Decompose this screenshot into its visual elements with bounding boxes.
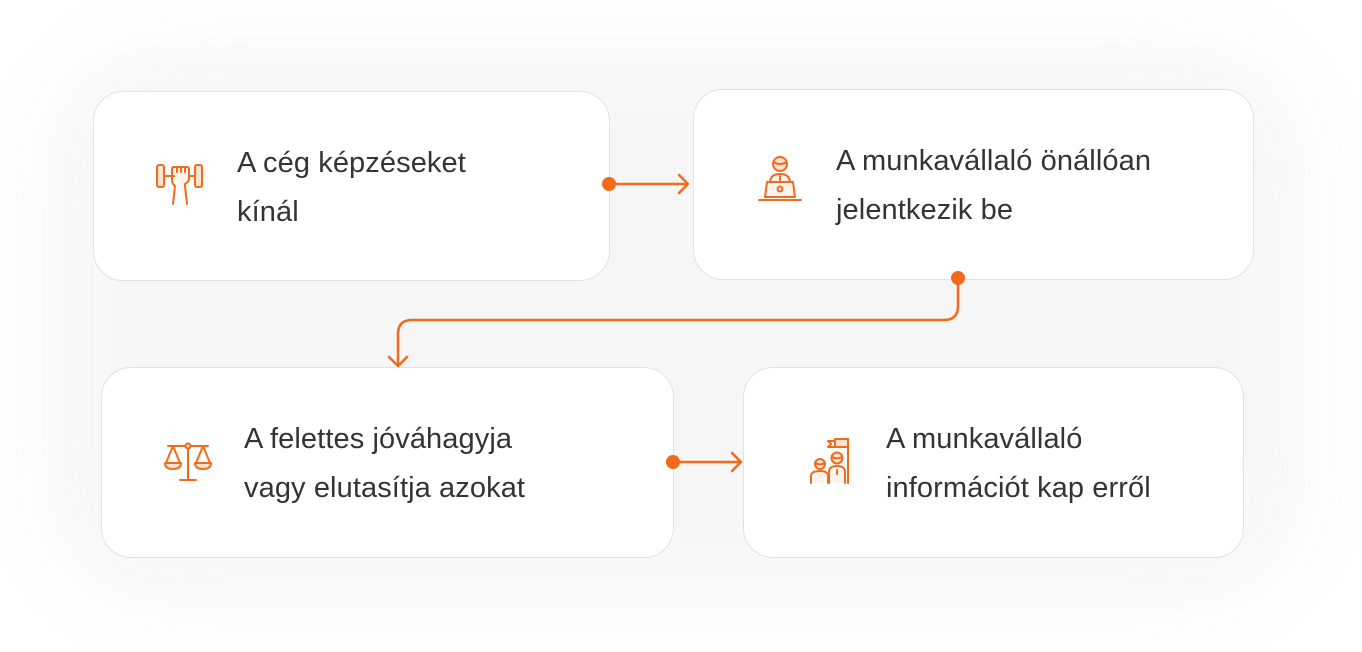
balance-scale-icon — [162, 436, 214, 488]
step-text-1: A cég képzéseket kínál — [237, 147, 466, 228]
step-text-3: A felettes jóváhagyja vagy elutasítja az… — [244, 423, 526, 504]
people-flag-icon — [806, 436, 858, 488]
step-card-3: A felettes jóváhagyja vagy elutasítja az… — [101, 367, 674, 558]
step-text-2: A munkavállaló önállóan jelentkezik be — [836, 145, 1152, 226]
dumbbell-hand-icon — [154, 160, 206, 212]
step-card-4: A munkavállaló információt kap erről — [743, 367, 1244, 558]
step-card-2: A munkavállaló önállóan jelentkezik be — [693, 89, 1254, 280]
step-text-4: A munkavállaló információt kap erről — [886, 423, 1151, 504]
person-laptop-icon — [754, 156, 806, 208]
step-card-1: A cég képzéseket kínál — [93, 91, 610, 281]
